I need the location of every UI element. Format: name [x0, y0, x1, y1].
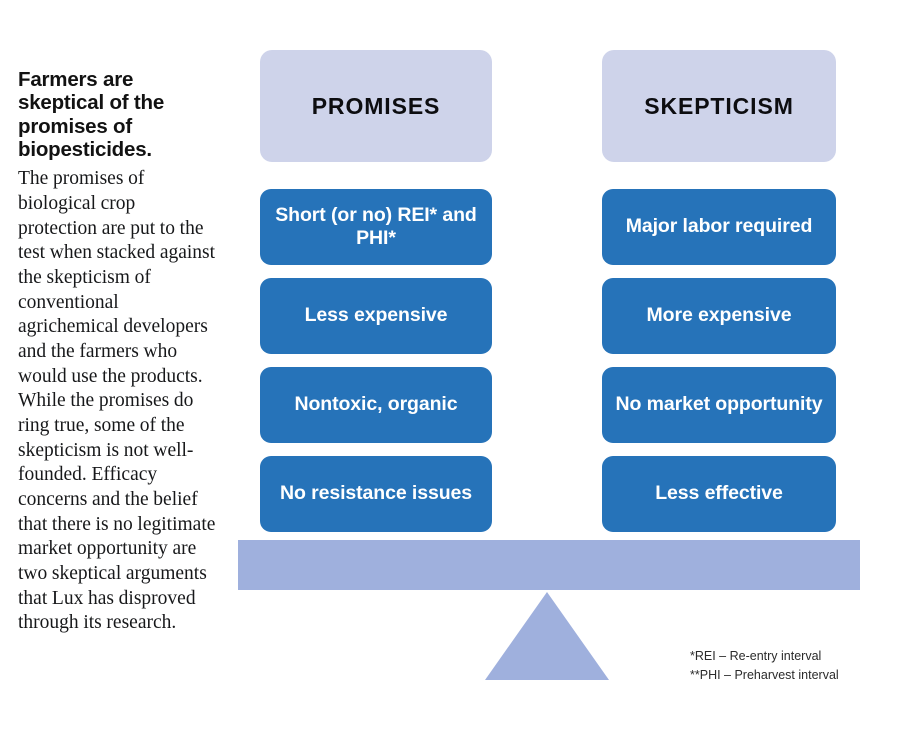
promises-card-1-label: Short (or no) REI* and PHI*: [275, 203, 477, 249]
promises-card-4-label: No resistance issues: [279, 482, 473, 505]
column-header-promises-label: PROMISES: [311, 92, 441, 119]
footnote-rei: *REI – Re-entry interval: [690, 649, 822, 663]
column-header-promises: PROMISES: [260, 50, 492, 162]
article-text-column: Farmers are skeptical of the promises of…: [18, 68, 218, 636]
promises-card-2: Less expensive: [260, 278, 492, 354]
article-body: The promises of biological crop protecti…: [18, 168, 216, 634]
skepticism-card-2-label: More expensive: [646, 304, 792, 327]
promises-card-4: No resistance issues: [260, 456, 492, 532]
skepticism-card-3-label: No market opportunity: [615, 393, 823, 416]
skepticism-card-4-label: Less effective: [655, 482, 783, 505]
column-header-skepticism: SKEPTICISM: [602, 50, 836, 162]
skepticism-card-4: Less effective: [602, 456, 836, 532]
balance-fulcrum-triangle-icon: [485, 592, 609, 680]
promises-card-1: Short (or no) REI* and PHI*: [260, 189, 492, 265]
skepticism-card-2: More expensive: [602, 278, 836, 354]
skepticism-card-1: Major labor required: [602, 189, 836, 265]
promises-card-3: Nontoxic, organic: [260, 367, 492, 443]
footnotes-block: *REI – Re-entry interval **PHI – Preharv…: [690, 647, 890, 686]
skepticism-card-3: No market opportunity: [602, 367, 836, 443]
footnote-phi: **PHI – Preharvest interval: [690, 668, 839, 683]
balance-beam-shape: [238, 540, 860, 590]
skepticism-card-1-label: Major labor required: [625, 215, 813, 238]
promises-card-2-label: Less expensive: [304, 304, 448, 327]
column-header-skepticism-label: SKEPTICISM: [644, 92, 794, 119]
promises-card-3-label: Nontoxic, organic: [294, 393, 458, 416]
page-title: Farmers are skeptical of the promises of…: [18, 68, 165, 162]
